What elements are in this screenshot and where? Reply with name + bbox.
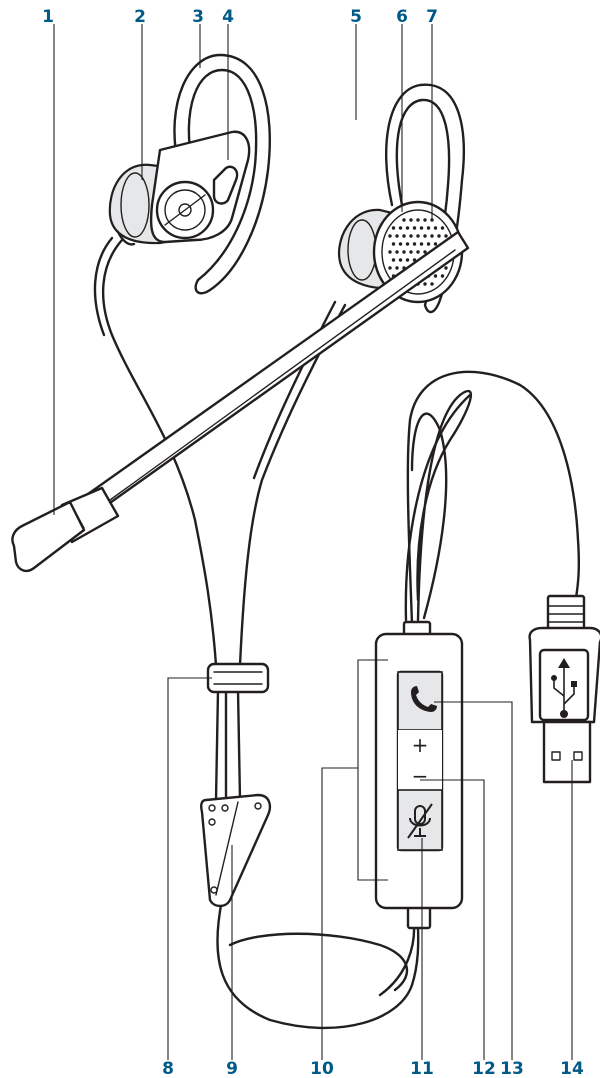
callout-5: 5 <box>350 7 362 27</box>
mute-button[interactable] <box>398 790 442 850</box>
callout-11: 11 <box>410 1059 434 1078</box>
usb-connector <box>530 596 600 782</box>
volume-down-symbol: − <box>412 764 429 788</box>
callout-8: 8 <box>162 1059 174 1078</box>
y-split <box>201 795 270 906</box>
callout-13: 13 <box>500 1059 524 1078</box>
callout-7: 7 <box>426 7 438 27</box>
callout-2: 2 <box>134 7 146 27</box>
volume-up-button[interactable]: + <box>398 730 442 760</box>
callout-10: 10 <box>310 1059 334 1078</box>
volume-up-symbol: + <box>412 733 429 757</box>
callout-3: 3 <box>192 7 204 27</box>
callout-6: 6 <box>396 7 408 27</box>
left-earbud <box>110 55 270 293</box>
boom-microphone <box>12 232 468 571</box>
callout-4: 4 <box>222 7 234 27</box>
callout-1: 1 <box>42 7 54 27</box>
cable-slider <box>208 664 268 692</box>
callout-9: 9 <box>226 1059 238 1078</box>
callout-14: 14 <box>560 1059 584 1078</box>
volume-down-button[interactable]: − <box>398 760 442 790</box>
callout-12: 12 <box>472 1059 496 1078</box>
call-button[interactable] <box>398 672 442 730</box>
